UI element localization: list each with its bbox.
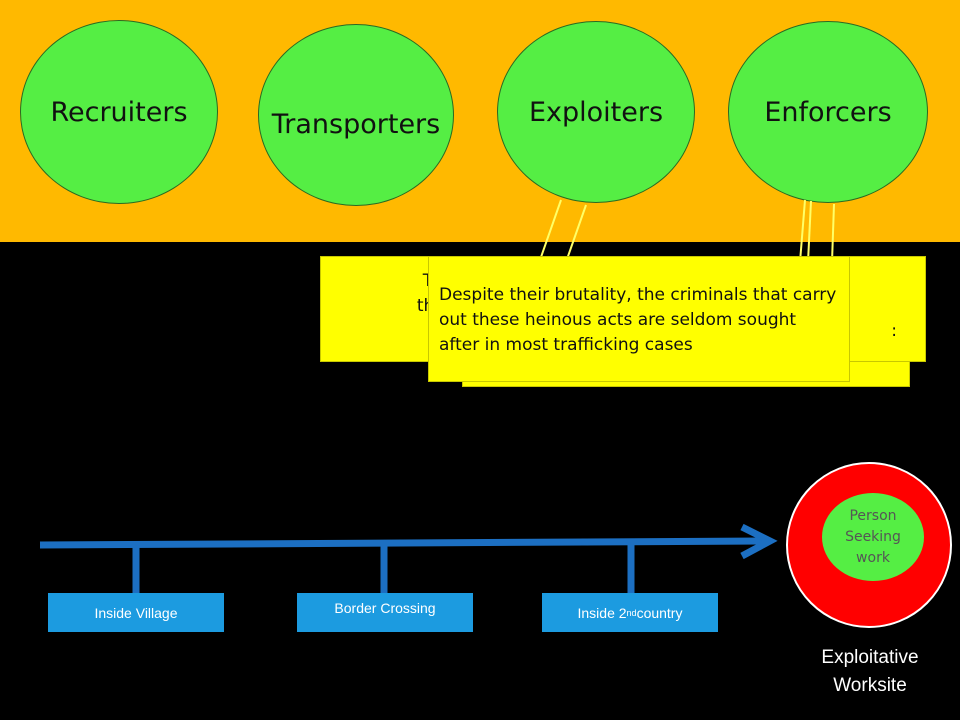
- timeline-arrow-shaft: [39, 537, 766, 549]
- callout-middle-tail: :: [891, 321, 897, 341]
- exploiters-circle: Exploiters: [497, 21, 695, 203]
- worksite-label-line2: Worksite: [833, 675, 907, 696]
- enforcers-circle: Enforcers: [728, 21, 928, 203]
- worksite-circle: [786, 462, 952, 628]
- connector-enforcers-3: [831, 203, 835, 263]
- exploiters-label: Exploiters: [528, 96, 664, 128]
- recruiters-circle: Recruiters: [20, 20, 218, 204]
- stage-border-crossing-label: Border Crossing: [334, 600, 436, 616]
- stage-inside-village-label: Inside Village: [94, 604, 178, 621]
- connector-exploiters-2: [565, 204, 587, 263]
- worksite-label-line1: Exploitative: [821, 647, 919, 668]
- connector-enforcers-2: [807, 200, 812, 263]
- worksite-label: Exploitative Worksite: [790, 644, 950, 700]
- person-line3: work: [856, 549, 890, 566]
- callout-front-text: Despite their brutality, the criminals t…: [439, 285, 837, 355]
- stage-border-crossing: Border Crossing: [297, 593, 473, 632]
- callout-front: Despite their brutality, the criminals t…: [428, 256, 850, 382]
- connector-exploiters-1: [539, 199, 562, 261]
- transporters-circle: Transporters: [258, 24, 454, 206]
- stage-country-prefix: Inside 2: [577, 604, 627, 621]
- connector-enforcers-1: [799, 199, 806, 263]
- person-line1: Person: [849, 507, 897, 524]
- stage-country-suffix: country: [636, 604, 683, 621]
- stage-inside-village: Inside Village: [48, 593, 224, 632]
- person-line2: Seeking: [845, 528, 901, 545]
- person-seeking-work-circle: Person Seeking work: [822, 493, 924, 581]
- transporters-label: Transporters: [271, 108, 441, 140]
- timeline-arrowhead: [740, 523, 778, 560]
- enforcers-label: Enforcers: [764, 96, 892, 128]
- recruiters-label: Recruiters: [50, 96, 188, 128]
